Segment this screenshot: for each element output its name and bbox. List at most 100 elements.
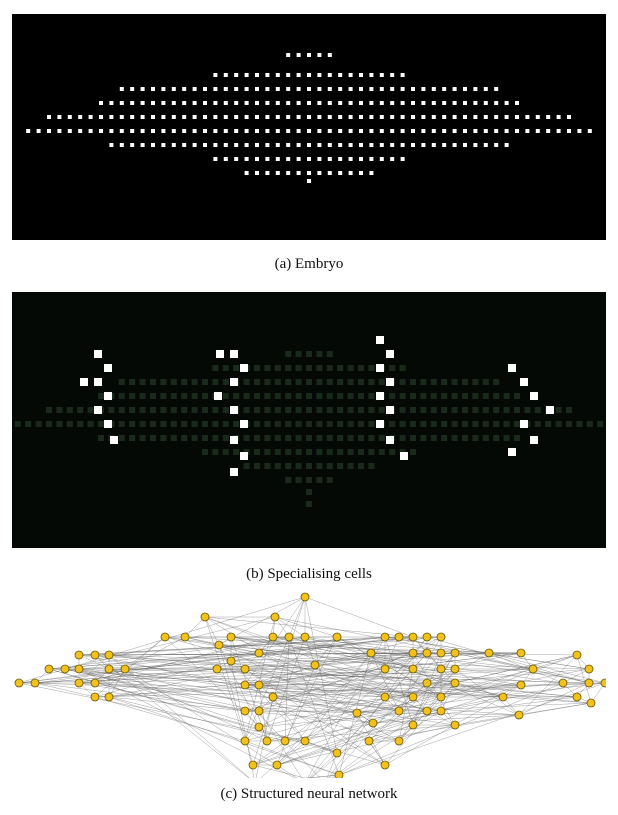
network-edge (370, 652, 400, 712)
embryo-cell (390, 73, 395, 77)
embryo-cell (369, 143, 374, 147)
dim-cell (129, 393, 136, 399)
embryo-cell (327, 157, 332, 161)
embryo-cell (411, 101, 415, 105)
embryo-cell (151, 115, 155, 119)
dim-cell (410, 435, 416, 441)
embryo-cell (234, 115, 239, 119)
network-edge (276, 664, 316, 766)
embryo-cell (338, 157, 343, 161)
dim-cell (441, 421, 448, 427)
network-edge (124, 636, 414, 670)
specialising-cells-panel (12, 292, 606, 548)
neuron-node (60, 664, 70, 674)
specialised-cell (110, 436, 118, 444)
dim-cell (472, 379, 479, 385)
dim-cell (295, 435, 302, 441)
dim-cell (285, 463, 292, 469)
embryo-cell (161, 115, 166, 119)
embryo-cell (234, 87, 239, 91)
dim-cell (306, 379, 312, 385)
dim-cell (326, 449, 333, 455)
network-edge (384, 636, 414, 726)
neuron-node (160, 632, 170, 642)
network-edge (164, 636, 260, 654)
neuron-node (226, 632, 236, 642)
network-edge (34, 682, 96, 698)
dim-cell (482, 421, 489, 427)
dim-cell (254, 393, 260, 399)
embryo-cell (286, 143, 291, 147)
neuron-node (394, 706, 404, 716)
dim-cell (399, 393, 406, 399)
neuron-node (394, 736, 404, 746)
network-edge (124, 636, 166, 670)
dim-cell (306, 351, 312, 357)
embryo-cell (182, 143, 187, 147)
dim-cell (160, 407, 167, 413)
embryo-cell (473, 115, 478, 119)
embryo-cell (109, 143, 114, 147)
network-edge (454, 668, 520, 716)
embryo-cell (317, 115, 322, 119)
dim-cell (160, 379, 167, 385)
dim-cell (566, 407, 572, 413)
specialised-cell (508, 364, 516, 372)
neuron-node (284, 632, 294, 642)
neuron-node (584, 678, 594, 688)
dim-cell (295, 365, 302, 371)
network-edge (18, 682, 306, 742)
dim-cell (295, 449, 302, 455)
network-edge (384, 696, 504, 766)
neuron-node (248, 760, 258, 770)
network-edge (304, 652, 372, 742)
embryo-image (26, 53, 592, 183)
network-edge (356, 668, 590, 714)
embryo-cell (400, 143, 405, 147)
embryo-cell (265, 115, 270, 119)
dim-cell (493, 407, 500, 413)
network-edge (64, 668, 260, 712)
dim-cell (503, 407, 510, 413)
dim-cell (482, 435, 489, 441)
dim-cell (77, 407, 84, 413)
network-edge (108, 696, 340, 776)
neuron-node (394, 632, 404, 642)
network-edge (78, 652, 490, 684)
embryo-cell (119, 129, 124, 133)
embryo-cell (244, 171, 249, 175)
embryo-cell (182, 115, 187, 119)
dim-cell (56, 407, 63, 413)
dim-cell (326, 365, 333, 371)
dim-cell (191, 421, 198, 427)
neuron-node (180, 632, 190, 642)
neuron-node (450, 648, 460, 658)
dim-cell (150, 421, 156, 427)
network-edge (94, 654, 250, 778)
neuron-node (408, 648, 418, 658)
embryo-cell (411, 143, 415, 147)
embryo-cell (213, 143, 218, 147)
network-edge (518, 682, 590, 716)
embryo-cell (99, 129, 103, 133)
dim-cell (389, 421, 396, 427)
neuron-node (422, 648, 432, 658)
network-edge (64, 668, 374, 724)
network-edge (326, 752, 338, 778)
embryo-cell (483, 143, 488, 147)
dim-cell (316, 393, 323, 399)
network-edge (78, 682, 246, 712)
dim-cell (347, 449, 354, 455)
embryo-cell (57, 115, 62, 119)
embryo-cell (494, 101, 499, 105)
network-edge (372, 714, 520, 724)
embryo-cell (192, 101, 197, 105)
dim-cell (295, 393, 302, 399)
embryo-cell (411, 87, 415, 91)
network-edge (216, 668, 522, 686)
dim-cell (337, 449, 344, 455)
specialised-cell (216, 350, 224, 358)
embryo-cell (213, 101, 218, 105)
dim-cell (233, 365, 240, 371)
embryo-cell (327, 53, 332, 57)
